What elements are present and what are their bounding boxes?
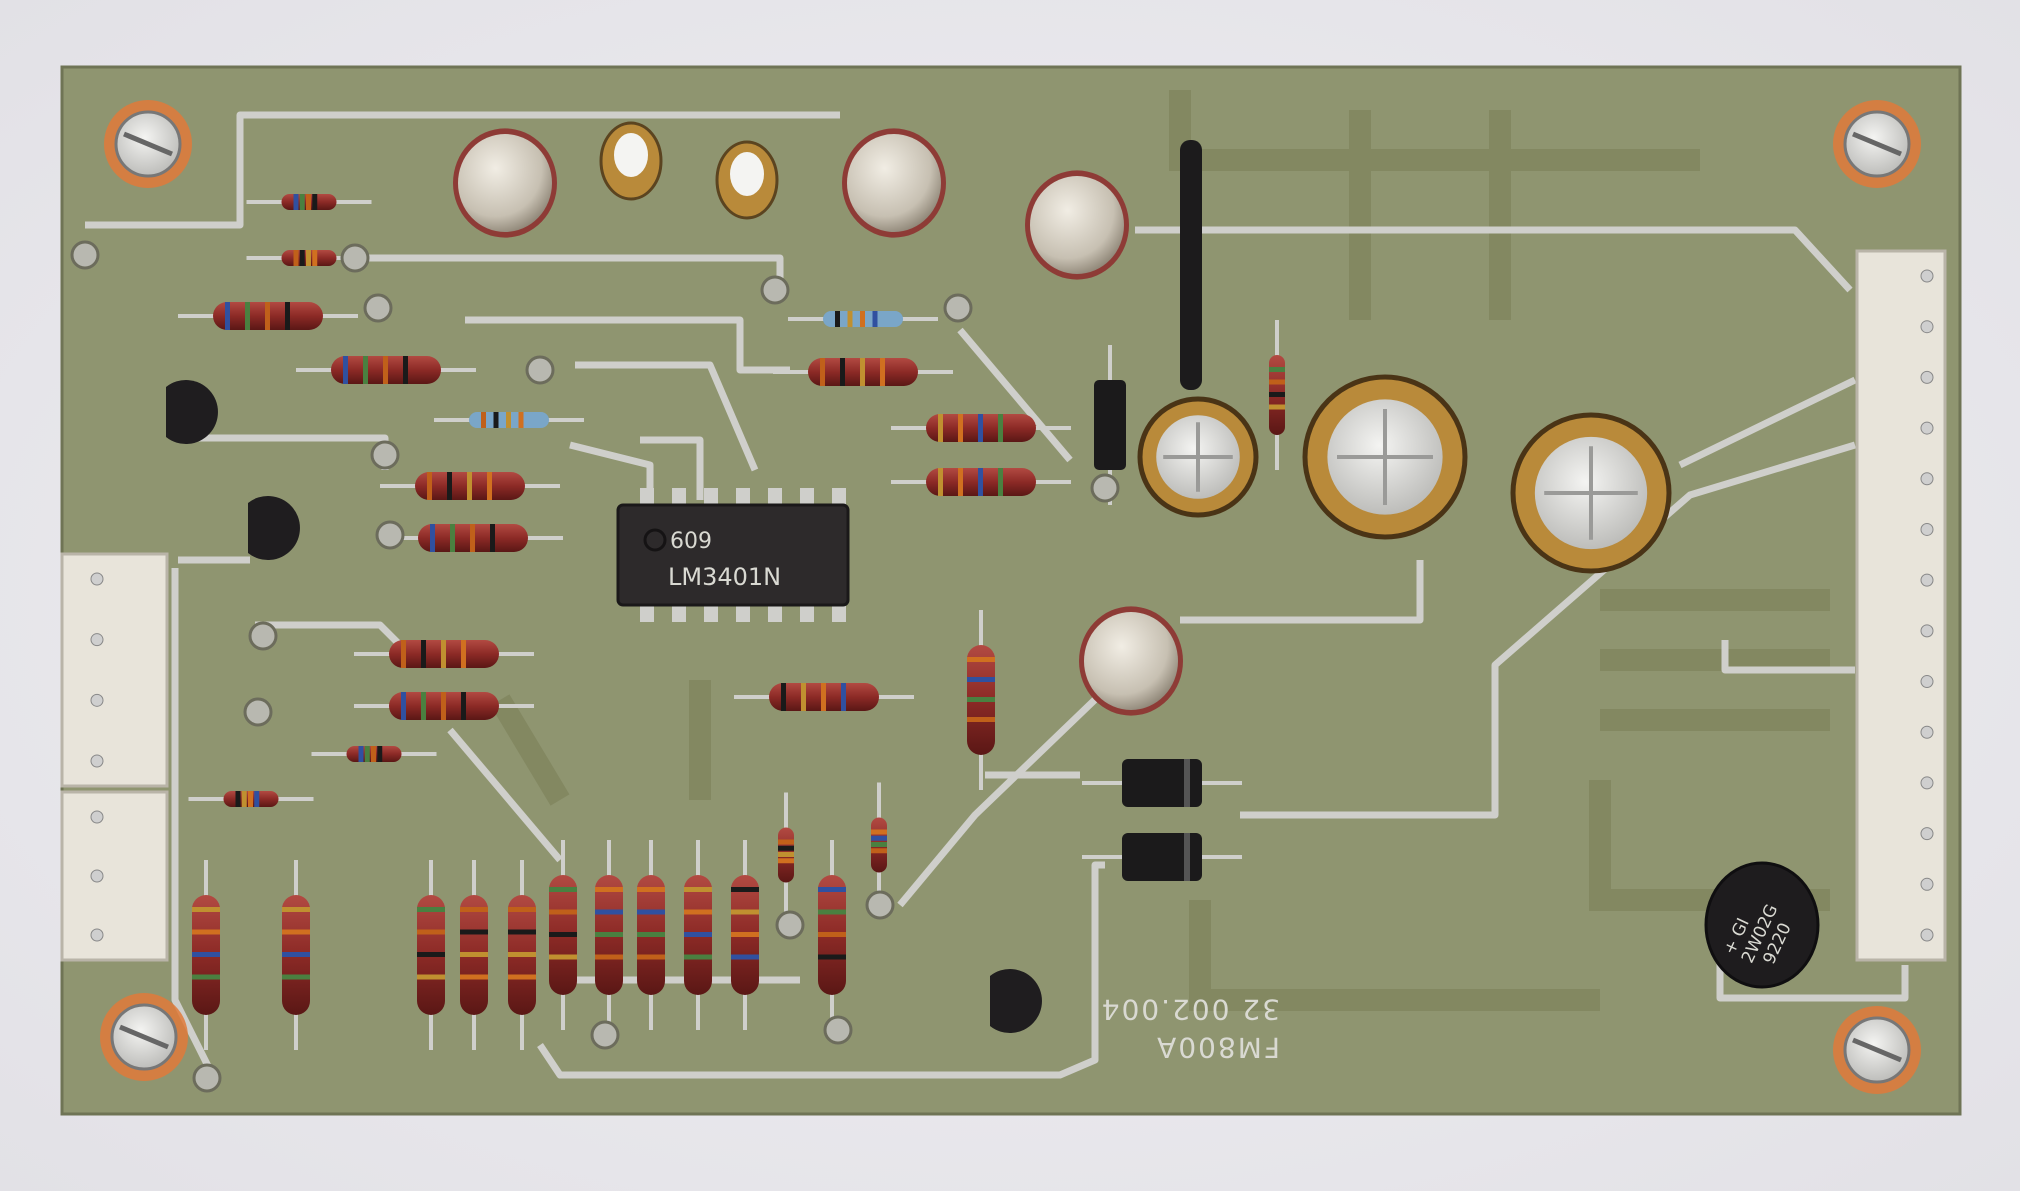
resistor — [354, 692, 534, 720]
solder-joint — [243, 697, 273, 727]
resistor — [684, 840, 712, 1030]
silkscreen-model: FM800A — [1155, 1031, 1280, 1064]
solder-joint — [363, 293, 393, 323]
resistor — [967, 610, 995, 790]
precision-resistor — [434, 412, 584, 428]
solder-joint — [375, 520, 405, 550]
solder-joint — [340, 243, 370, 273]
solder-joint — [823, 1015, 853, 1045]
mounting-screw — [1833, 1006, 1921, 1094]
pin-header-connector — [60, 552, 169, 788]
resistor — [296, 356, 476, 384]
resistor — [354, 640, 534, 668]
electrolytic-capacitor — [1137, 396, 1259, 518]
solder-joint — [1090, 473, 1120, 503]
solder-joint — [525, 355, 555, 385]
resistor — [891, 468, 1071, 496]
rectifier-diode — [1082, 833, 1242, 881]
mounting-screw — [100, 993, 188, 1081]
resistor — [595, 840, 623, 1030]
resistor — [192, 860, 220, 1050]
solder-joint — [590, 1020, 620, 1050]
solder-joint — [943, 293, 973, 323]
rectifier-diode — [1082, 759, 1242, 807]
metal-can-capacitor — [1079, 606, 1183, 716]
electrolytic-capacitor — [1510, 412, 1672, 574]
resistor — [311, 746, 437, 762]
transistor — [990, 969, 1042, 1033]
pin-header-connector — [1855, 249, 1947, 962]
resistor — [891, 414, 1071, 442]
resistor — [734, 683, 914, 711]
resistor — [778, 792, 794, 918]
solder-joint — [370, 440, 400, 470]
solder-joint — [775, 910, 805, 940]
resistor — [773, 358, 953, 386]
ic-part-label: LM3401N — [668, 563, 781, 591]
small-electrolytic-capacitor — [715, 140, 779, 220]
resistor — [818, 840, 846, 1030]
resistor — [871, 782, 887, 908]
resistor — [460, 860, 488, 1050]
transistor — [248, 495, 300, 560]
resistor — [731, 840, 759, 1030]
ic-logo-number: 609 — [670, 529, 712, 554]
electrolytic-capacitor — [1302, 374, 1468, 540]
resistor — [188, 791, 314, 807]
small-electrolytic-capacitor — [599, 121, 663, 201]
resistor — [508, 860, 536, 1050]
resistor — [1269, 320, 1285, 470]
solder-joint — [70, 240, 100, 270]
solder-joint — [760, 275, 790, 305]
copper-traces — [85, 111, 1909, 1082]
metal-can-capacitor — [453, 128, 557, 238]
silkscreen-part-number: 32 002.004 — [1100, 993, 1280, 1026]
mounting-screw — [104, 100, 192, 188]
resistor — [549, 840, 577, 1030]
transistor — [166, 379, 218, 445]
black-insulated-wire — [1180, 140, 1202, 390]
resistor — [246, 194, 372, 210]
solder-joint — [248, 621, 278, 651]
pcb-substrate — [60, 65, 1962, 1116]
pin-header-connector — [60, 790, 169, 962]
solder-joint — [865, 890, 895, 920]
mounting-screw — [1833, 100, 1921, 188]
resistor — [178, 302, 358, 330]
silkscreen-labels: FM800A 32 002.004 — [1100, 993, 1280, 1064]
metal-can-capacitor — [1025, 170, 1129, 280]
ic-lm3401n: 609 LM3401N — [616, 488, 850, 622]
bridge-rectifier: + GI 2W02G 9220 — [1704, 861, 1820, 989]
solder-joint — [192, 1063, 222, 1093]
resistor — [637, 840, 665, 1030]
resistor — [383, 524, 563, 552]
metal-can-capacitor — [842, 128, 946, 238]
resistor — [380, 472, 560, 500]
resistor — [282, 860, 310, 1050]
precision-resistor — [788, 311, 938, 327]
resistor — [417, 860, 445, 1050]
